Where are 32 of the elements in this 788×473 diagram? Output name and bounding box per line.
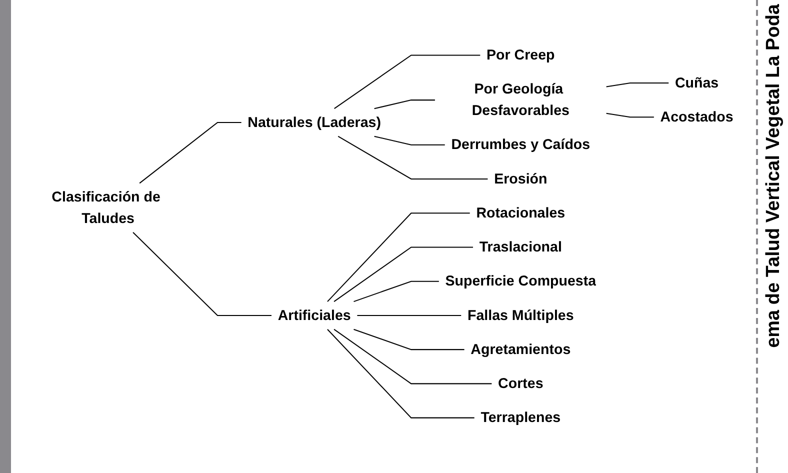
connector	[357, 314, 462, 316]
connector	[334, 54, 480, 109]
node-text: Rotacionales	[476, 204, 566, 221]
node-text: Agretamientos	[470, 341, 571, 358]
node-text: Por Creep	[486, 46, 555, 63]
connector	[354, 280, 439, 302]
connector	[338, 136, 488, 180]
node-text: Terraplenes	[480, 409, 561, 426]
connector	[374, 100, 435, 110]
connector	[606, 112, 654, 118]
node-text: Por Geología Desfavorables	[472, 81, 570, 118]
connector	[334, 246, 474, 302]
node-text: Clasificación de Taludes	[52, 188, 160, 226]
node-text: Cuñas	[674, 74, 719, 91]
node-text: Superficie Compuesta	[445, 272, 596, 289]
connector	[334, 328, 492, 384]
node-text: Acostados	[660, 108, 734, 125]
node-text: Erosión	[494, 170, 548, 187]
connector	[606, 82, 669, 88]
connector	[327, 328, 474, 418]
connector	[139, 122, 242, 184]
node-text: Naturales (Laderas)	[248, 114, 382, 130]
connector	[374, 136, 445, 146]
connector	[132, 232, 272, 316]
vertical-heading: ema de Talud Vertical Vegetal La Poda	[763, 4, 785, 348]
node-text: Traslacional	[479, 238, 562, 255]
node-text: Derrumbes y Caídos	[451, 136, 590, 152]
node-text: Artificiales	[278, 307, 351, 323]
node-text: Cortes	[498, 375, 544, 392]
connector	[354, 328, 464, 350]
node-text: Fallas Múltiples	[467, 307, 574, 323]
connector	[327, 212, 470, 302]
